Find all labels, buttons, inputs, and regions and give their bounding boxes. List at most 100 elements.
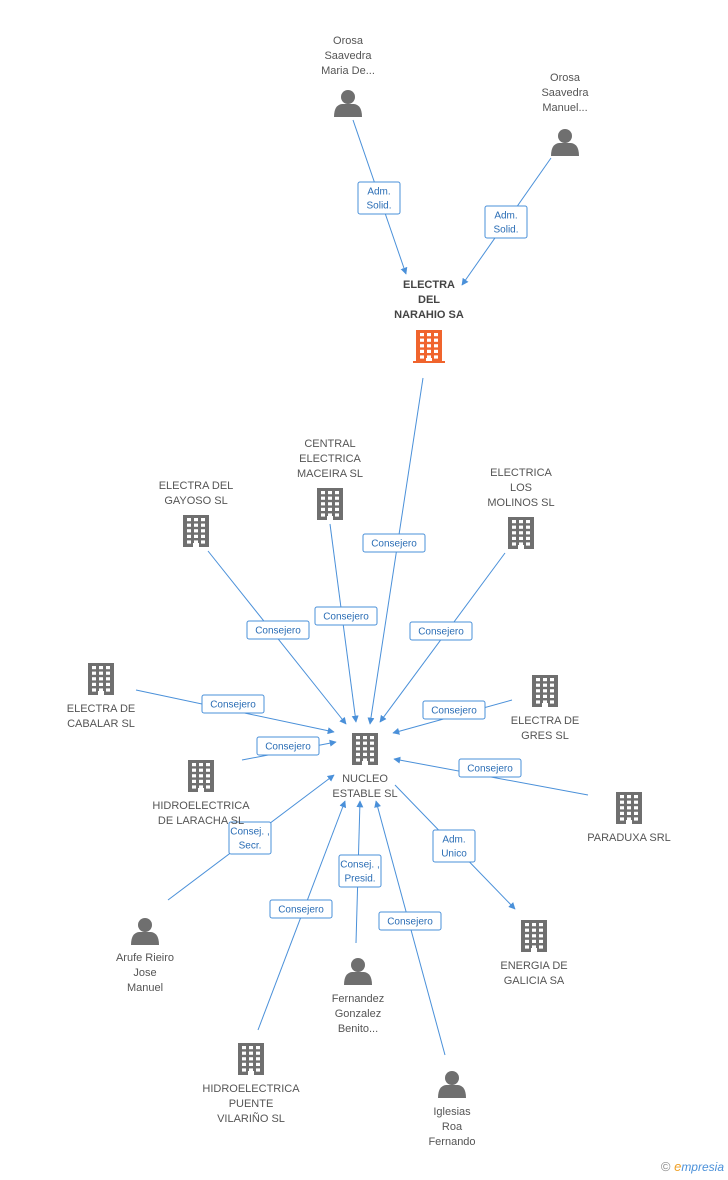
building-window xyxy=(106,671,110,675)
building-window xyxy=(201,534,205,538)
building-window xyxy=(427,355,431,359)
building-window xyxy=(532,934,536,938)
node-label: CENTRAL xyxy=(304,438,355,450)
edge-label-text: Consejero xyxy=(387,917,433,928)
building-window xyxy=(525,928,529,932)
node-fernandez[interactable]: FernandezGonzalezBenito... xyxy=(332,958,385,1035)
building-door xyxy=(518,545,524,549)
edge-label[interactable]: Consejero xyxy=(314,606,378,626)
building-window xyxy=(192,763,196,767)
building-window xyxy=(335,491,339,495)
node-paraduxa[interactable]: PARADUXA SRL xyxy=(587,792,671,844)
edge-label[interactable]: Adm.Solid. xyxy=(357,181,401,215)
building-window xyxy=(370,741,374,745)
building-window xyxy=(249,1046,253,1050)
building-window xyxy=(434,338,438,342)
edge-label[interactable]: Adm.Unico xyxy=(432,829,476,863)
node-label: MOLINOS SL xyxy=(487,497,554,509)
node-label: Jose xyxy=(133,967,156,979)
building-window xyxy=(199,774,203,778)
edge-electra_narahio-to-nucleo: Consejero xyxy=(362,377,426,725)
edge-label-text: Consejero xyxy=(210,700,256,711)
node-label: VILARIÑO SL xyxy=(217,1112,285,1125)
building-window xyxy=(525,934,529,938)
edge-label[interactable]: Consejero xyxy=(458,758,522,778)
edge-label[interactable]: Consejero xyxy=(422,700,486,720)
edge-label[interactable]: Consejero xyxy=(256,736,320,756)
building-window xyxy=(356,741,360,745)
building-window xyxy=(634,817,638,821)
node-label: Gonzalez xyxy=(335,1008,381,1020)
node-hidro_laracha[interactable]: HIDROELECTRICA DE LARACHA SL xyxy=(152,760,250,827)
node-label: ELECTRA DE xyxy=(67,703,135,715)
building-window xyxy=(99,671,103,675)
edge-label[interactable]: Consej. ,Presid. xyxy=(338,854,382,888)
edge-nucleo-to-energia_galicia: Adm.Unico xyxy=(394,784,516,910)
building-window xyxy=(543,678,547,682)
edge-label-text: Consejero xyxy=(431,706,477,717)
building-window xyxy=(525,923,529,927)
node-orosa2[interactable]: OrosaSaavedraManuel... xyxy=(541,72,589,156)
edge-label[interactable]: Consejero xyxy=(378,911,442,931)
edge-label[interactable]: Adm.Solid. xyxy=(484,205,528,239)
edge-label-text: Unico xyxy=(441,849,467,860)
building-window xyxy=(256,1068,260,1072)
node-label: HIDROELECTRICA xyxy=(152,800,250,812)
edge-hidro_laracha-to-nucleo: Consejero xyxy=(241,736,337,761)
edge-paraduxa-to-nucleo: Consejero xyxy=(393,756,589,796)
building-window xyxy=(550,683,554,687)
edge-label[interactable]: Consejero xyxy=(409,621,473,641)
building-door xyxy=(193,543,199,547)
edge-label[interactable]: Consejero xyxy=(201,694,265,714)
node-label: NUCLEO xyxy=(342,773,388,785)
building-window xyxy=(356,758,360,762)
building-window xyxy=(370,752,374,756)
node-label: ESTABLE SL xyxy=(332,788,397,800)
edge-label-text: Consejero xyxy=(467,764,513,775)
building-window xyxy=(434,349,438,353)
building-window xyxy=(420,344,424,348)
building-window xyxy=(199,779,203,783)
building-window xyxy=(192,779,196,783)
building-window xyxy=(550,700,554,704)
person-head xyxy=(445,1071,459,1085)
building-door xyxy=(248,1071,254,1075)
edge-label[interactable]: Consej. ,Secr. xyxy=(228,821,272,855)
building-window xyxy=(539,934,543,938)
building-window xyxy=(370,747,374,751)
building-icon xyxy=(532,675,558,707)
building-icon xyxy=(188,760,214,792)
building-door xyxy=(531,948,537,952)
building-window xyxy=(620,817,624,821)
building-window xyxy=(627,817,631,821)
building-window xyxy=(519,520,523,524)
building-window xyxy=(206,763,210,767)
building-window xyxy=(99,666,103,670)
building-window xyxy=(363,741,367,745)
edge-label[interactable]: Consejero xyxy=(269,899,333,919)
node-nucleo[interactable]: NUCLEO ESTABLE SL xyxy=(332,733,398,800)
edge-label[interactable]: Consejero xyxy=(246,620,310,640)
edge-label-text: Consejero xyxy=(418,627,464,638)
building-window xyxy=(249,1051,253,1055)
building-window xyxy=(321,502,325,506)
building-window xyxy=(620,795,624,799)
building-window xyxy=(532,939,536,943)
building-window xyxy=(525,945,529,949)
node-label: DE LARACHA SL xyxy=(158,815,244,827)
building-window xyxy=(543,683,547,687)
building-window xyxy=(434,333,438,337)
building-window xyxy=(321,513,325,517)
edge-label[interactable]: Consejero xyxy=(362,533,426,553)
